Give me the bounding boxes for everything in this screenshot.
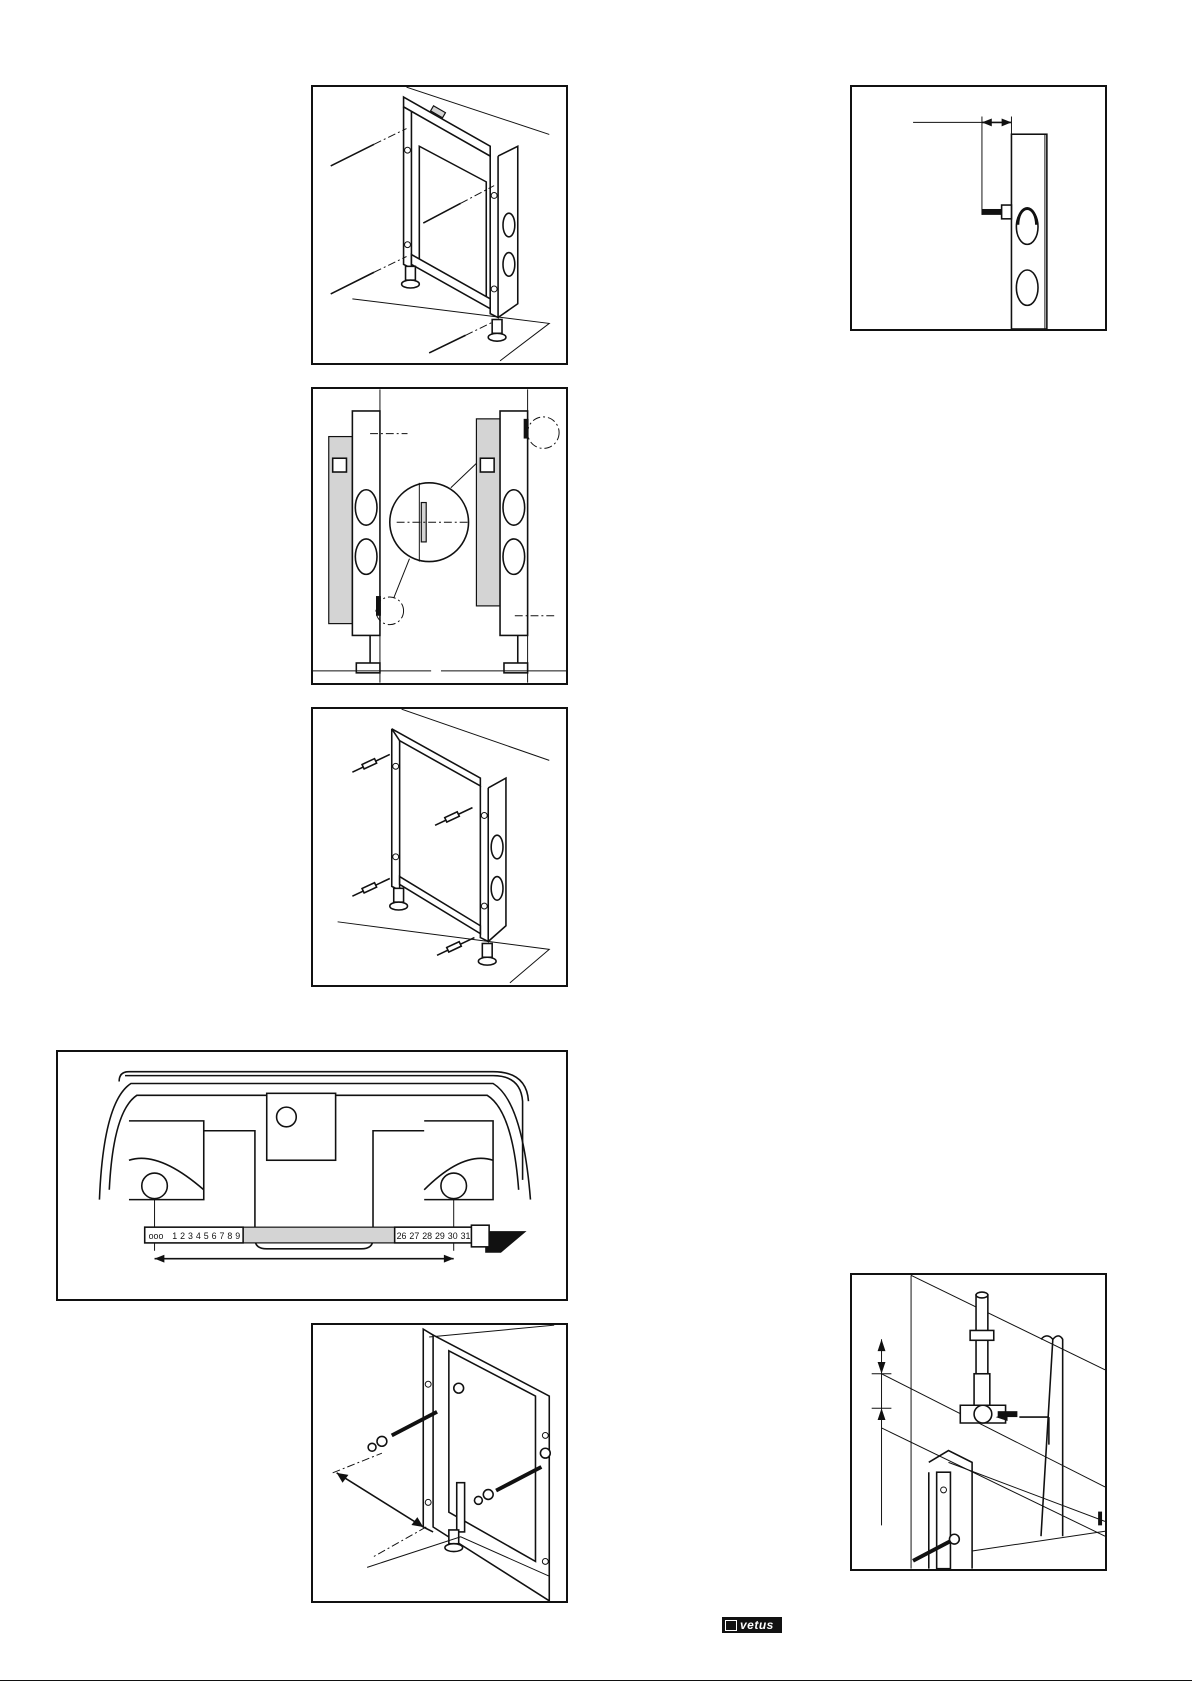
figure-tank-measurement: ooo 1 2 3 4 5 6 7 8 9 26 27 28 29 30 31 (56, 1050, 568, 1301)
ruler-number: 2 (180, 1231, 185, 1241)
svg-text:ooo: ooo (149, 1231, 164, 1241)
figure-valve-height (850, 1273, 1107, 1571)
ruler-number: 31 (461, 1231, 471, 1241)
frame-level-drawing (313, 87, 566, 363)
ruler-number: 27 (409, 1231, 419, 1241)
clamp-bolts-drawing (313, 1325, 566, 1601)
vetus-logo-text: vetus (740, 1617, 774, 1633)
vetus-logo: vetus (722, 1617, 782, 1633)
valve-height-drawing (852, 1275, 1105, 1569)
figure-clearance-detail (850, 85, 1107, 331)
clearance-detail-drawing (852, 87, 1105, 329)
figure-frame-anchor-bolts (311, 707, 568, 987)
ruler-number: 5 (204, 1231, 209, 1241)
ruler-number: 30 (448, 1231, 458, 1241)
figure-frame-with-level (311, 85, 568, 365)
ruler-number: 29 (435, 1231, 445, 1241)
ruler-number: 8 (227, 1231, 232, 1241)
tank-measurement-drawing: ooo 1 2 3 4 5 6 7 8 9 26 27 28 29 30 31 (58, 1052, 566, 1299)
ruler-number: 26 (397, 1231, 407, 1241)
figure-tank-clamp-bolts (311, 1323, 568, 1603)
vetus-logo-mark-icon (725, 1620, 737, 1631)
ruler-number: 1 (172, 1231, 177, 1241)
figure-level-check (311, 387, 568, 685)
ruler-number: 6 (212, 1231, 217, 1241)
ruler-number: 28 (422, 1231, 432, 1241)
anchor-bolts-drawing (313, 709, 566, 985)
ruler-number: 4 (196, 1231, 201, 1241)
ruler-number: 9 (235, 1231, 240, 1241)
ruler-number: 3 (188, 1231, 193, 1241)
page-bottom-rule (0, 1680, 1192, 1681)
ruler-number: 7 (219, 1231, 224, 1241)
level-check-drawing (313, 389, 566, 683)
